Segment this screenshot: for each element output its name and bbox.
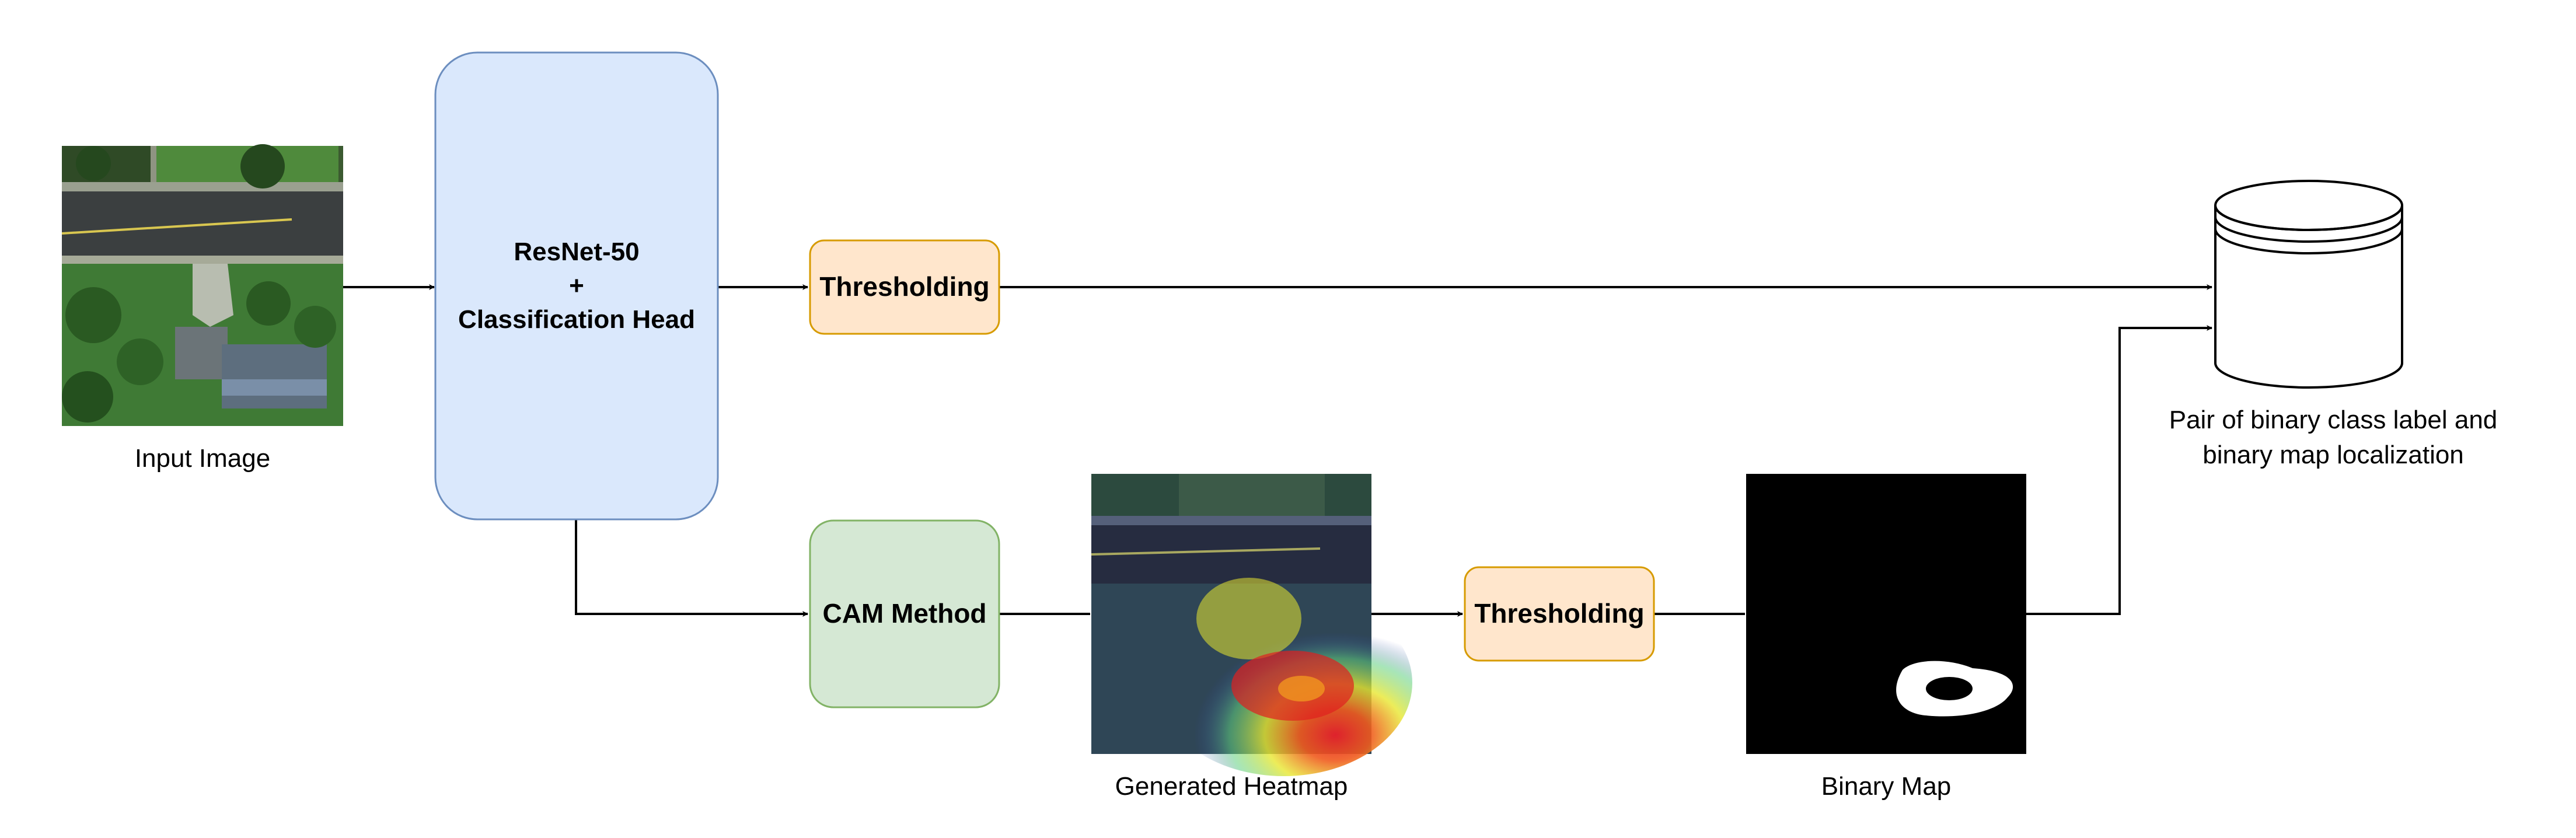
heatmap-image: [1091, 474, 1412, 776]
resnet-label-line2: +: [569, 271, 584, 300]
thresholding-top-box: [809, 239, 1000, 335]
edges: [343, 284, 2212, 617]
input-image-caption: Input Image: [135, 444, 270, 473]
thresholding-bottom-label: Thresholding: [1474, 598, 1644, 628]
cam-method-box: [809, 519, 1000, 708]
binary-map-image: [1746, 474, 2026, 754]
thresholding-top-label: Thresholding: [819, 271, 989, 302]
thresholding-bottom-box: [1464, 566, 1655, 662]
output-caption-line2: binary map localization: [2202, 441, 2464, 469]
resnet-label-line1: ResNet-50: [514, 238, 639, 266]
edge-resnet-to-cam: [575, 519, 808, 617]
input-image: [61, 144, 343, 426]
edge-binary-to-output: [2026, 325, 2212, 615]
cam-method-label: CAM Method: [822, 598, 986, 628]
heatmap-caption: Generated Heatmap: [1115, 772, 1348, 801]
output-caption-line1: Pair of binary class label and: [2169, 406, 2498, 434]
binary-map-caption: Binary Map: [1821, 772, 1952, 801]
resnet-block: [434, 51, 719, 521]
output-database-icon: [2214, 180, 2403, 389]
resnet-label-line3: Classification Head: [458, 305, 695, 334]
